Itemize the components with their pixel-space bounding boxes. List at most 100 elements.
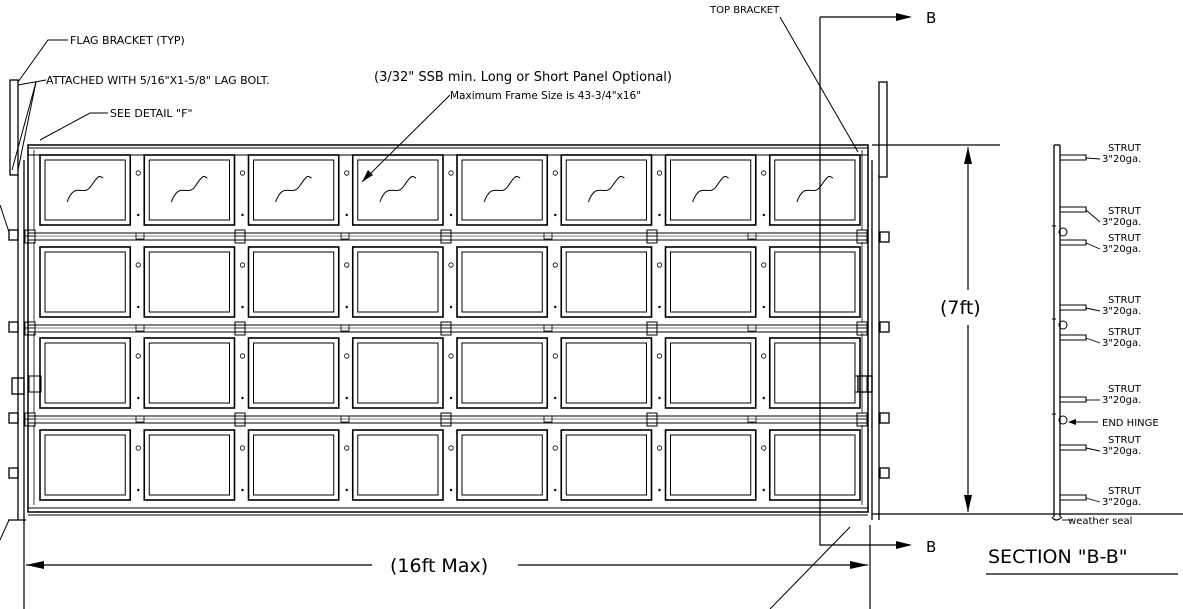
hardware-dot xyxy=(658,396,661,400)
hinge xyxy=(856,229,868,244)
max-frame-label: Maximum Frame Size is 43-3/4"x16" xyxy=(450,90,641,102)
ssb-note-label: (3/32" SSB min. Long or Short Panel Opti… xyxy=(374,70,672,85)
hinge xyxy=(234,321,246,336)
hardware-dot xyxy=(344,445,350,451)
hardware-dot xyxy=(658,305,661,309)
strut-leader xyxy=(1085,209,1101,223)
strut-gauge-label: 3"20ga. xyxy=(1102,244,1141,255)
panel-outer xyxy=(143,429,236,501)
strut-clip xyxy=(135,232,145,240)
hardware-dot xyxy=(658,488,661,492)
panel-inner xyxy=(253,434,335,496)
panel-inner xyxy=(253,342,335,404)
strut-clip xyxy=(135,415,145,423)
panel-outer xyxy=(768,429,861,501)
hardware-dot xyxy=(448,445,454,451)
hardware-dot xyxy=(448,170,454,176)
panel-inner xyxy=(253,251,335,313)
garage-door xyxy=(24,144,869,516)
panel-outer xyxy=(39,246,132,318)
hardware-dot xyxy=(554,213,557,217)
panel-outer xyxy=(39,429,132,501)
strut-leader xyxy=(1085,447,1101,452)
hardware-dot xyxy=(135,262,141,268)
strut-gauge-label: 3"20ga. xyxy=(1102,154,1141,165)
hinge xyxy=(646,229,658,244)
panel-inner xyxy=(670,434,752,496)
panel-inner xyxy=(461,159,543,221)
hinge xyxy=(24,412,36,427)
strut-label: STRUT xyxy=(1108,327,1142,338)
width-dimension xyxy=(23,525,871,609)
strut-gauge-label: 3"20ga. xyxy=(1102,497,1141,508)
panel-inner xyxy=(357,159,439,221)
strut-gauge-label: 3"20ga. xyxy=(1102,217,1141,228)
section-title: SECTION "B-B" xyxy=(988,546,1127,568)
strut-profile xyxy=(1060,304,1087,311)
strut-clip xyxy=(543,232,553,240)
strut-clip xyxy=(340,415,350,423)
strut-clip xyxy=(135,324,145,332)
panel-outer xyxy=(768,246,861,318)
hardware-dot xyxy=(345,396,348,400)
hardware-dot xyxy=(449,488,453,492)
hardware-dot xyxy=(762,305,765,309)
panel-outer xyxy=(560,154,653,226)
strut-clip xyxy=(340,324,350,332)
hardware-dot xyxy=(762,396,765,400)
see-detail-label: SEE DETAIL "F" xyxy=(110,107,193,120)
hardware-dot xyxy=(656,262,663,268)
hardware-dot xyxy=(137,396,140,400)
strut-label: STRUT xyxy=(1108,384,1142,395)
window-glass-mark xyxy=(66,176,104,203)
hardware-dot xyxy=(239,445,246,451)
window-glass-mark xyxy=(796,176,834,203)
panel-inner xyxy=(44,159,126,221)
window-glass-mark xyxy=(587,176,625,203)
panel-outer xyxy=(39,154,132,226)
flag-bracket-label: FLAG BRACKET (TYP) xyxy=(70,34,185,47)
panel-inner xyxy=(670,342,752,404)
panel-inner xyxy=(774,251,856,313)
panel-outer xyxy=(664,154,757,226)
strut-clip xyxy=(543,415,553,423)
strut-label: STRUT xyxy=(1108,206,1142,217)
hardware-dot xyxy=(344,262,350,268)
weather-seal-label: weather seal xyxy=(1068,516,1132,527)
strut-profile xyxy=(1060,334,1087,341)
panel-outer xyxy=(247,429,340,501)
panel-outer xyxy=(143,337,236,409)
hardware-dot xyxy=(552,445,558,451)
strut-clip xyxy=(747,324,757,332)
height-dimension xyxy=(872,144,1183,515)
hardware-dot xyxy=(762,488,765,492)
panel-outer xyxy=(247,246,340,318)
strut-label: STRUT xyxy=(1108,486,1142,497)
window-glass-mark xyxy=(275,176,312,203)
hardware-dot xyxy=(761,262,767,268)
panel-inner xyxy=(670,251,752,313)
hardware-dot xyxy=(135,353,141,359)
panel-inner xyxy=(148,434,230,496)
hardware-dot xyxy=(762,213,765,217)
end-hinge-arrow xyxy=(1068,419,1076,425)
hardware-dot xyxy=(241,488,244,492)
strut-leader xyxy=(1085,307,1101,312)
strut-clip xyxy=(543,324,553,332)
panel-outer xyxy=(560,246,653,318)
strut-clip xyxy=(747,232,757,240)
hinge xyxy=(646,412,658,427)
panel-outer xyxy=(351,154,444,226)
strut-label: STRUT xyxy=(1108,435,1142,446)
top-bracket-label: TOP BRACKET xyxy=(709,5,780,16)
panel-inner xyxy=(148,159,230,221)
roller-bracket-left xyxy=(28,375,42,393)
panel-outer xyxy=(456,337,549,409)
hardware-dot xyxy=(761,445,767,451)
panel-outer xyxy=(664,246,757,318)
hardware-dot xyxy=(448,353,454,359)
strut-label: STRUT xyxy=(1108,233,1142,244)
hardware-dot xyxy=(552,353,558,359)
hardware-dot xyxy=(344,353,350,359)
